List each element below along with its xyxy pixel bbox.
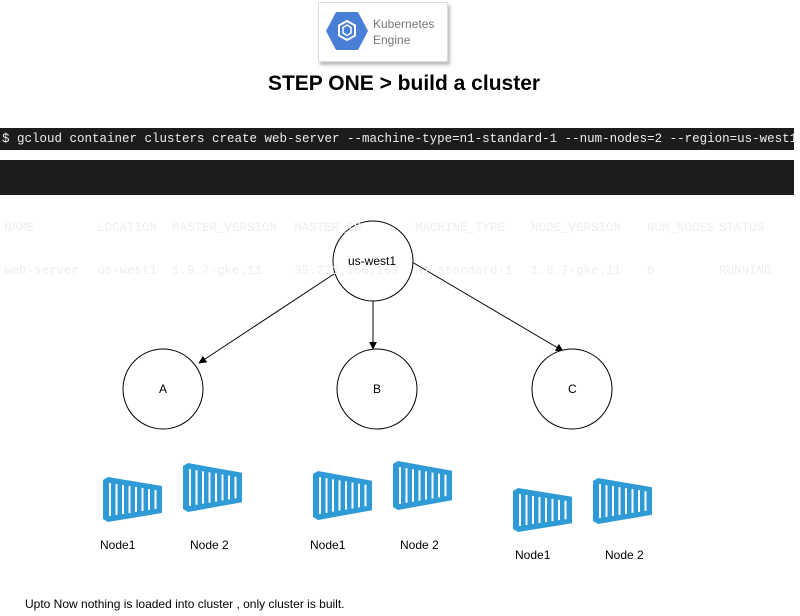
container-node-icon bbox=[393, 461, 452, 510]
logo-line2: Engine bbox=[373, 33, 411, 47]
cell: 35.233.165.159 bbox=[294, 264, 400, 278]
column-header: MASTER_IP bbox=[294, 221, 362, 235]
container-node-icon bbox=[313, 471, 372, 520]
node-label: Node 2 bbox=[605, 548, 644, 562]
column-header: MASTER_VERSION bbox=[172, 221, 278, 235]
node-label: Node1 bbox=[310, 538, 346, 552]
cell: RUNNING bbox=[719, 264, 772, 278]
node-label: Node 2 bbox=[190, 538, 229, 552]
node-label: Node1 bbox=[100, 538, 136, 552]
zone-label-b: B bbox=[373, 382, 382, 396]
kubernetes-engine-icon bbox=[326, 12, 368, 50]
cell: 6 bbox=[647, 264, 655, 278]
output-header-row: NAME LOCATION MASTER_VERSION MASTER_IP MACHI… bbox=[4, 221, 794, 236]
cell: web-server bbox=[4, 264, 80, 278]
container-node-icon bbox=[593, 478, 652, 524]
container-node-icon bbox=[103, 477, 162, 522]
cell: us-west1 bbox=[97, 264, 158, 278]
output-data-row: web-server us-west1 1.9.7-gke.11 35.233.165… bbox=[4, 264, 794, 279]
cell: 1.9.7-gke.11 bbox=[172, 264, 263, 278]
node-label: Node1 bbox=[515, 548, 551, 562]
container-node-icon bbox=[183, 463, 242, 512]
logo-line1: Kubernetes bbox=[373, 17, 435, 31]
zone-label-a: A bbox=[159, 382, 168, 396]
column-header: STATUS bbox=[719, 221, 765, 235]
node-label: Node 2 bbox=[400, 538, 439, 552]
container-node-icon bbox=[513, 488, 572, 532]
zone-label-c: C bbox=[568, 382, 577, 396]
column-header: NAME bbox=[4, 221, 35, 235]
terminal-command: $ gcloud container clusters create web-s… bbox=[0, 128, 797, 150]
cell: n1-standard-1 bbox=[415, 264, 513, 278]
page-title: STEP ONE > build a cluster bbox=[267, 72, 541, 95]
column-header: NODE_VERSION bbox=[531, 221, 622, 235]
column-header: LOCATION bbox=[97, 221, 158, 235]
cell: 1.9.7-gke.11 bbox=[531, 264, 622, 278]
column-header: MACHINE_TYPE bbox=[415, 221, 506, 235]
terminal-output: NAME LOCATION MASTER_VERSION MASTER_IP MACHI… bbox=[0, 160, 794, 278]
column-header: NUM_NODES bbox=[647, 221, 715, 235]
kubernetes-engine-logo: Kubernetes Engine bbox=[318, 2, 448, 62]
footnote: Upto Now nothing is loaded into cluster … bbox=[25, 597, 345, 611]
